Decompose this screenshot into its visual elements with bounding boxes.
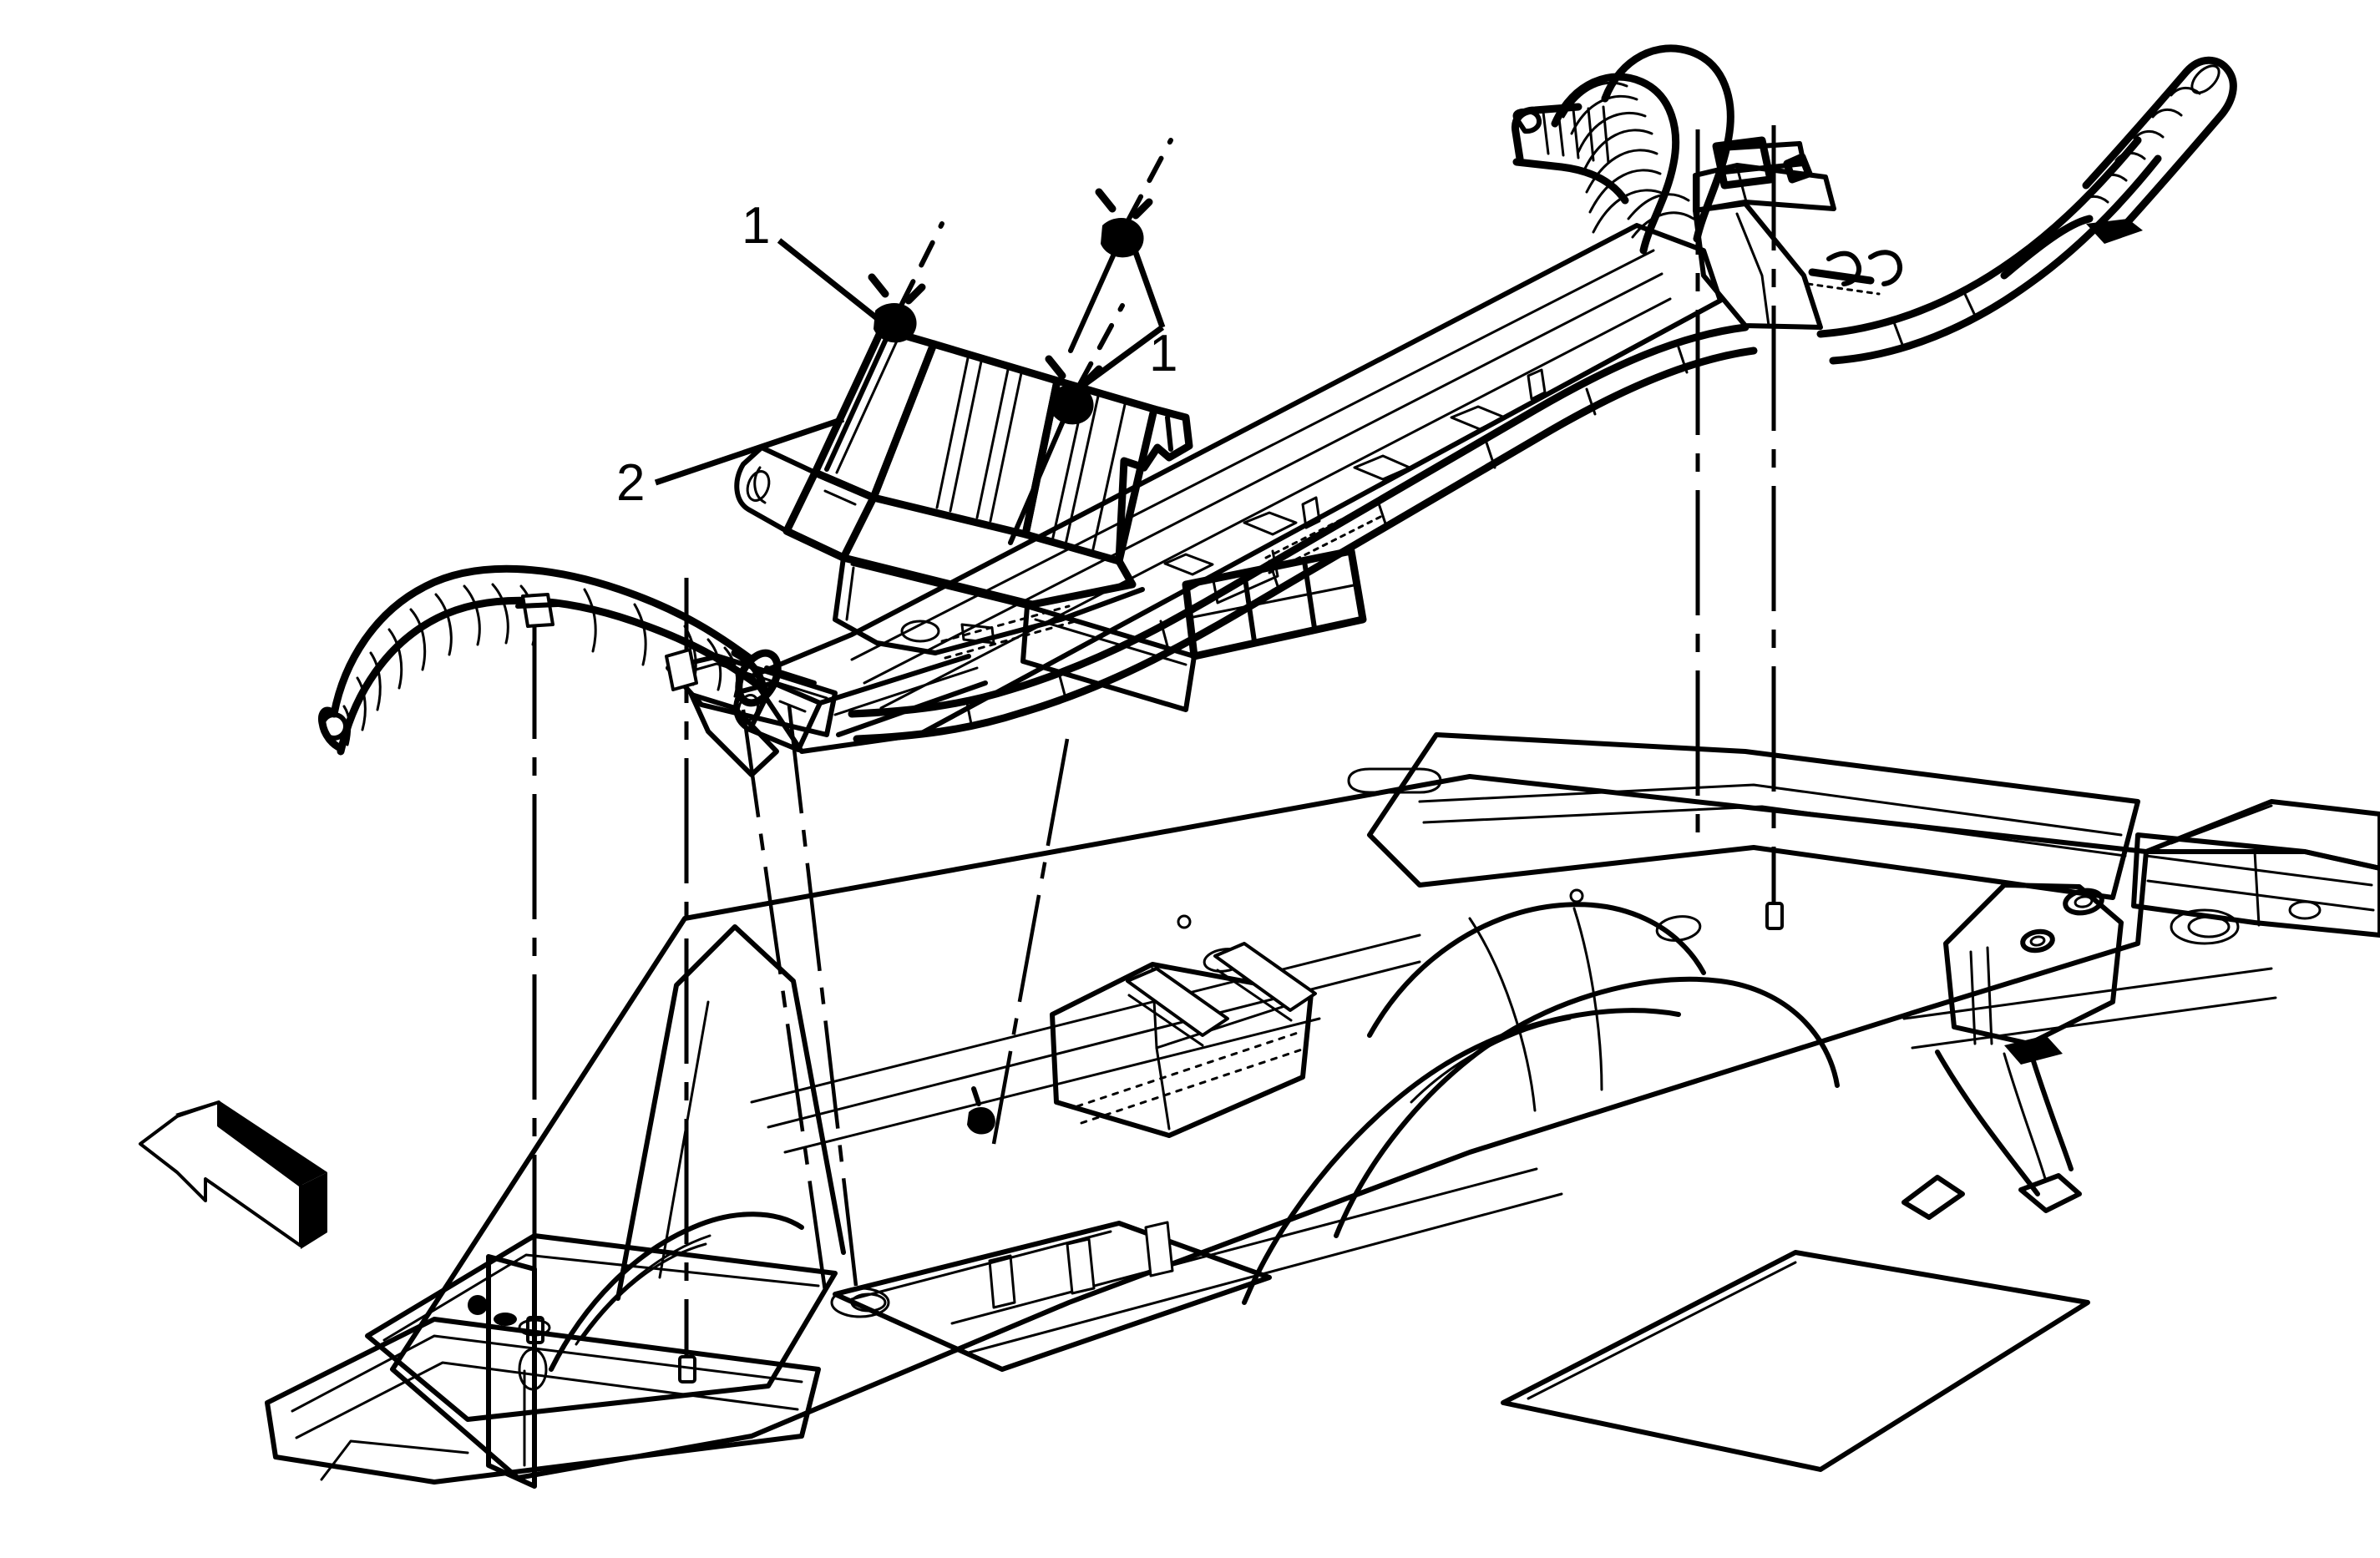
hose-stub-ribs — [1542, 105, 1610, 164]
leader-lines — [654, 232, 1166, 486]
vehicle-forward-arrow — [139, 1100, 327, 1249]
frame-rail-bolts — [2020, 888, 2104, 954]
leader-callout-2 — [654, 416, 845, 486]
alignment-line-end-caps — [526, 902, 1784, 1383]
wiring-harness-conduit — [848, 56, 2237, 743]
floor-rib-lines — [750, 933, 2277, 1354]
control-module-assembly — [733, 325, 1367, 752]
hose-right-ribs — [1562, 81, 1695, 239]
mounting-bolt-upper-left — [824, 221, 944, 472]
corrugated-hose-left — [318, 564, 817, 756]
module-mount-bracket — [665, 648, 838, 777]
callout-2: 2 — [616, 454, 646, 512]
harness-segments — [965, 346, 1689, 730]
underbody-floor-panel — [265, 732, 2380, 1489]
hose-left-ribs — [342, 583, 537, 746]
corrugated-hose-right — [1511, 44, 1734, 255]
mounting-bolts — [824, 138, 2104, 1135]
mounting-bolt-lower — [967, 1086, 995, 1135]
hem-dot-band — [1076, 1029, 1309, 1125]
callout-1-left: 1 — [742, 197, 771, 255]
mounting-bolt-upper-right — [1068, 138, 1173, 353]
mounting-bracket — [1693, 136, 1902, 330]
leader-callout-1-right-b — [1060, 325, 1165, 403]
leader-callout-1-right-a — [1126, 232, 1166, 329]
leader-callout-1-left — [777, 238, 884, 324]
callout-1-right: 1 — [1149, 325, 1178, 382]
mounting-bolt-mid — [1008, 303, 1125, 545]
